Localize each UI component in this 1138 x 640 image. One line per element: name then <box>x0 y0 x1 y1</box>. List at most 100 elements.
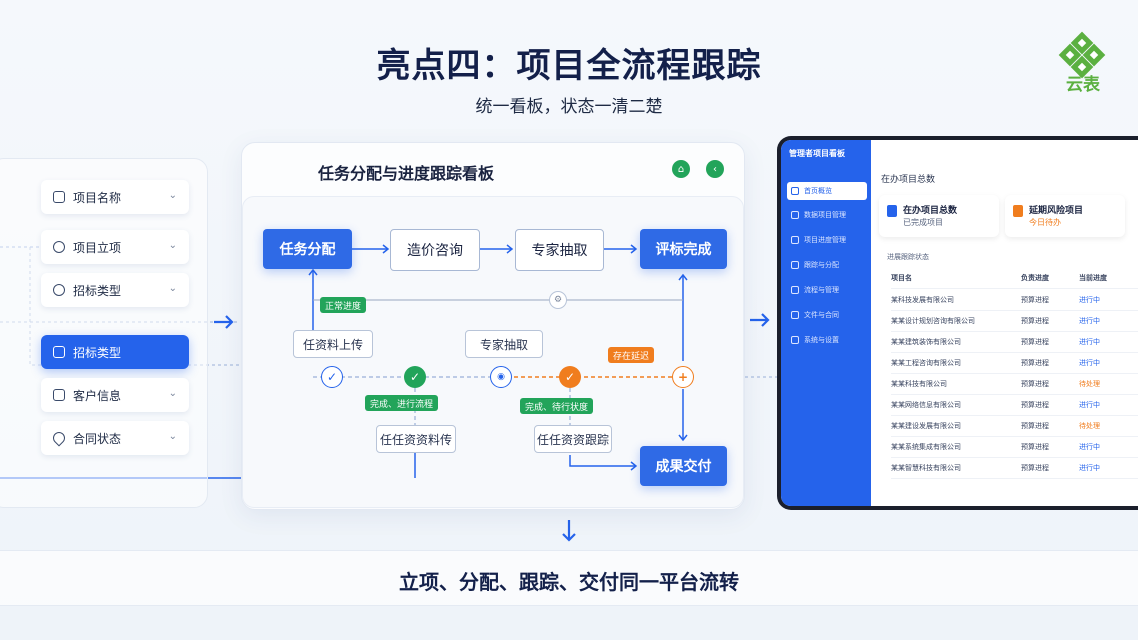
stat-sub: 已完成项目 <box>903 218 943 227</box>
table-row[interactable]: 某某网络信息有限公司 预算进程 进行中 <box>891 395 1138 416</box>
chevron-down-icon: ⌄ <box>168 190 177 201</box>
home-icon[interactable]: ⌂ <box>672 160 690 178</box>
table-cell: 预算进程 <box>1021 380 1049 388</box>
stat-card[interactable]: 在办项目总数 已完成项目 <box>879 195 999 237</box>
menu-item-label: 项目名称 <box>73 190 122 205</box>
menu-item-customer-info[interactable]: 客户信息 ⌄ <box>41 378 189 412</box>
menu-item-label: 合同状态 <box>73 431 122 446</box>
tablet-nav-item[interactable]: 文件与合同 <box>787 306 867 324</box>
subnode-expert-draw[interactable]: 专家抽取 <box>465 330 543 358</box>
subnode-upload[interactable]: 任资料上传 <box>293 330 373 358</box>
node-deliver[interactable]: 成果交付 <box>640 446 727 486</box>
tablet-nav-item[interactable]: 系统与设置 <box>787 331 867 349</box>
table-cell: 某某建设发展有限公司 <box>891 422 961 430</box>
board-title: 任务分配与进度跟踪看板 <box>318 164 495 183</box>
table-row[interactable]: 某某智慧科技有限公司预算进程进行中 <box>891 458 1138 479</box>
page-subtitle: 统一看板，状态一清二楚 <box>475 97 663 117</box>
menu-item-label: 项目立项 <box>73 240 122 255</box>
table-cell: 进行中 <box>1079 296 1100 304</box>
menu-item-bid-type-active[interactable]: 招标类型 <box>41 335 189 369</box>
table-cell: 预算进程 <box>1021 296 1049 304</box>
menu-item-project-setup[interactable]: 项目立项 ⌄ <box>41 230 189 264</box>
tablet-nav-item[interactable]: 流程与管理 <box>787 281 867 299</box>
subnode-upload-2[interactable]: 任任资资料传 <box>376 425 456 453</box>
tablet-nav-item[interactable]: 项目进度管理 <box>787 231 867 249</box>
subnode-tracking[interactable]: 任任资资跟踪 <box>534 425 612 453</box>
back-icon[interactable]: ‹ <box>706 160 724 178</box>
table-cell: 预算进程 <box>1021 401 1049 409</box>
table-cell: 进行中 <box>1079 317 1100 325</box>
table-cell: 某某科技有限公司 <box>891 380 947 388</box>
table-cell: 进行中 <box>1079 464 1100 472</box>
menu-item-contract-status[interactable]: 合同状态 ⌄ <box>41 421 189 455</box>
node-task-assign[interactable]: 任务分配 <box>263 229 352 269</box>
node-expert-draw[interactable]: 专家抽取 <box>515 229 604 271</box>
table-row[interactable]: 某某工程咨询有限公司预算进程进行中 <box>891 353 1138 374</box>
yunbiao-logo-icon <box>1058 31 1106 79</box>
tablet-nav-label: 数据项目管理 <box>804 211 846 219</box>
table-cell: 预算进程 <box>1021 338 1049 346</box>
layers-icon <box>53 346 65 358</box>
tablet-nav-label: 跟踪与分配 <box>804 261 839 269</box>
node-cost-consult[interactable]: 造价咨询 <box>390 229 480 271</box>
table-row[interactable]: 某某建设发展有限公司预算进程待处理 <box>891 416 1138 437</box>
tablet-nav-item[interactable]: 数据项目管理 <box>787 206 867 224</box>
table-cell: 待处理 <box>1079 380 1100 388</box>
tablet-sidebar: 管理者项目看板 首页概览 数据项目管理 项目进度管理 跟踪与分配 流程与管理 文… <box>781 140 871 506</box>
tablet-nav-item[interactable]: 首页概览 <box>787 182 867 200</box>
table-cell: 某某智慧科技有限公司 <box>891 464 961 472</box>
tablet-nav-label: 系统与设置 <box>804 336 839 344</box>
settings-icon[interactable]: ⚙ <box>549 291 567 309</box>
table-cell: 进行中 <box>1079 401 1100 409</box>
chevron-down-icon: ⌄ <box>168 283 177 294</box>
table-cell: 预算进程 <box>1021 359 1049 367</box>
column-header: 项目名 <box>891 274 912 282</box>
table-cell: 某某建筑装饰有限公司 <box>891 338 961 346</box>
table-row[interactable]: 某某建筑装饰有限公司 预算进程 进行中 <box>891 332 1138 353</box>
stat-card[interactable]: 延期风险项目 今日待办 <box>1005 195 1125 237</box>
menu-item-label: 客户信息 <box>73 388 122 403</box>
check-orange-icon[interactable]: ✓ <box>559 366 581 388</box>
check-outline-icon[interactable]: ✓ <box>321 366 343 388</box>
table-cell: 某某系统集成有限公司 <box>891 443 961 451</box>
tablet-nav-label: 流程与管理 <box>804 286 839 294</box>
column-header: 负责进度 <box>1021 274 1049 282</box>
footer-text: 立项、分配、跟踪、交付同一平台流转 <box>399 570 739 594</box>
plus-icon[interactable]: + <box>672 366 694 388</box>
table-row[interactable]: 某某科技有限公司 预算进程 待处理 <box>891 374 1138 395</box>
tag-delay-warning: 存在延迟 <box>608 347 655 363</box>
node-eval-complete[interactable]: 评标完成 <box>640 229 727 269</box>
table-cell: 进行中 <box>1079 338 1100 346</box>
table-cell: 进行中 <box>1079 443 1100 451</box>
chevron-down-icon: ⌄ <box>168 388 177 399</box>
table-row[interactable]: 某某设计规划咨询有限公司预算进程进行中 <box>891 311 1138 332</box>
alert-icon <box>1013 205 1023 217</box>
table-cell: 预算进程 <box>1021 317 1049 325</box>
menu-item-bid-type[interactable]: 招标类型 ⌄ <box>41 273 189 307</box>
page-title: 亮点四：项目全流程跟踪 <box>376 46 762 86</box>
logo-text: 云表 <box>1066 75 1100 95</box>
menu-item-label: 招标类型 <box>73 283 122 298</box>
column-header: 当前进度 <box>1079 274 1107 282</box>
table-row[interactable]: 某科技发展有限公司 预算进程 进行中 <box>891 290 1138 311</box>
tablet-screen: 管理者项目看板 首页概览 数据项目管理 项目进度管理 跟踪与分配 流程与管理 文… <box>781 140 1138 506</box>
check-green-icon[interactable]: ✓ <box>404 366 426 388</box>
stat-title: 延期风险项目 <box>1029 206 1084 216</box>
table-title: 进展跟踪状态 <box>887 253 929 261</box>
table-row[interactable]: 某某系统集成有限公司预算进程进行中 <box>891 437 1138 458</box>
menu-item-project-name[interactable]: 项目名称 ⌄ <box>41 180 189 214</box>
menu-item-label: 招标类型 <box>73 345 122 360</box>
table-cell: 待处理 <box>1079 422 1100 430</box>
tag-normal-progress: 正常进度 <box>320 297 367 313</box>
stat-sub: 今日待办 <box>1029 218 1061 227</box>
tablet-header-title: 管理者项目看板 <box>789 149 845 158</box>
table-cell: 某某网络信息有限公司 <box>891 401 961 409</box>
tablet-nav-label: 文件与合同 <box>804 311 839 319</box>
chevron-down-icon: ⌄ <box>168 431 177 442</box>
tablet-nav-item[interactable]: 跟踪与分配 <box>787 256 867 274</box>
tag-done-proceed: 完成、进行流程 <box>365 395 439 411</box>
eye-icon[interactable]: ◉ <box>490 366 512 388</box>
clock-icon <box>53 241 65 253</box>
table-cell: 某科技发展有限公司 <box>891 296 954 304</box>
